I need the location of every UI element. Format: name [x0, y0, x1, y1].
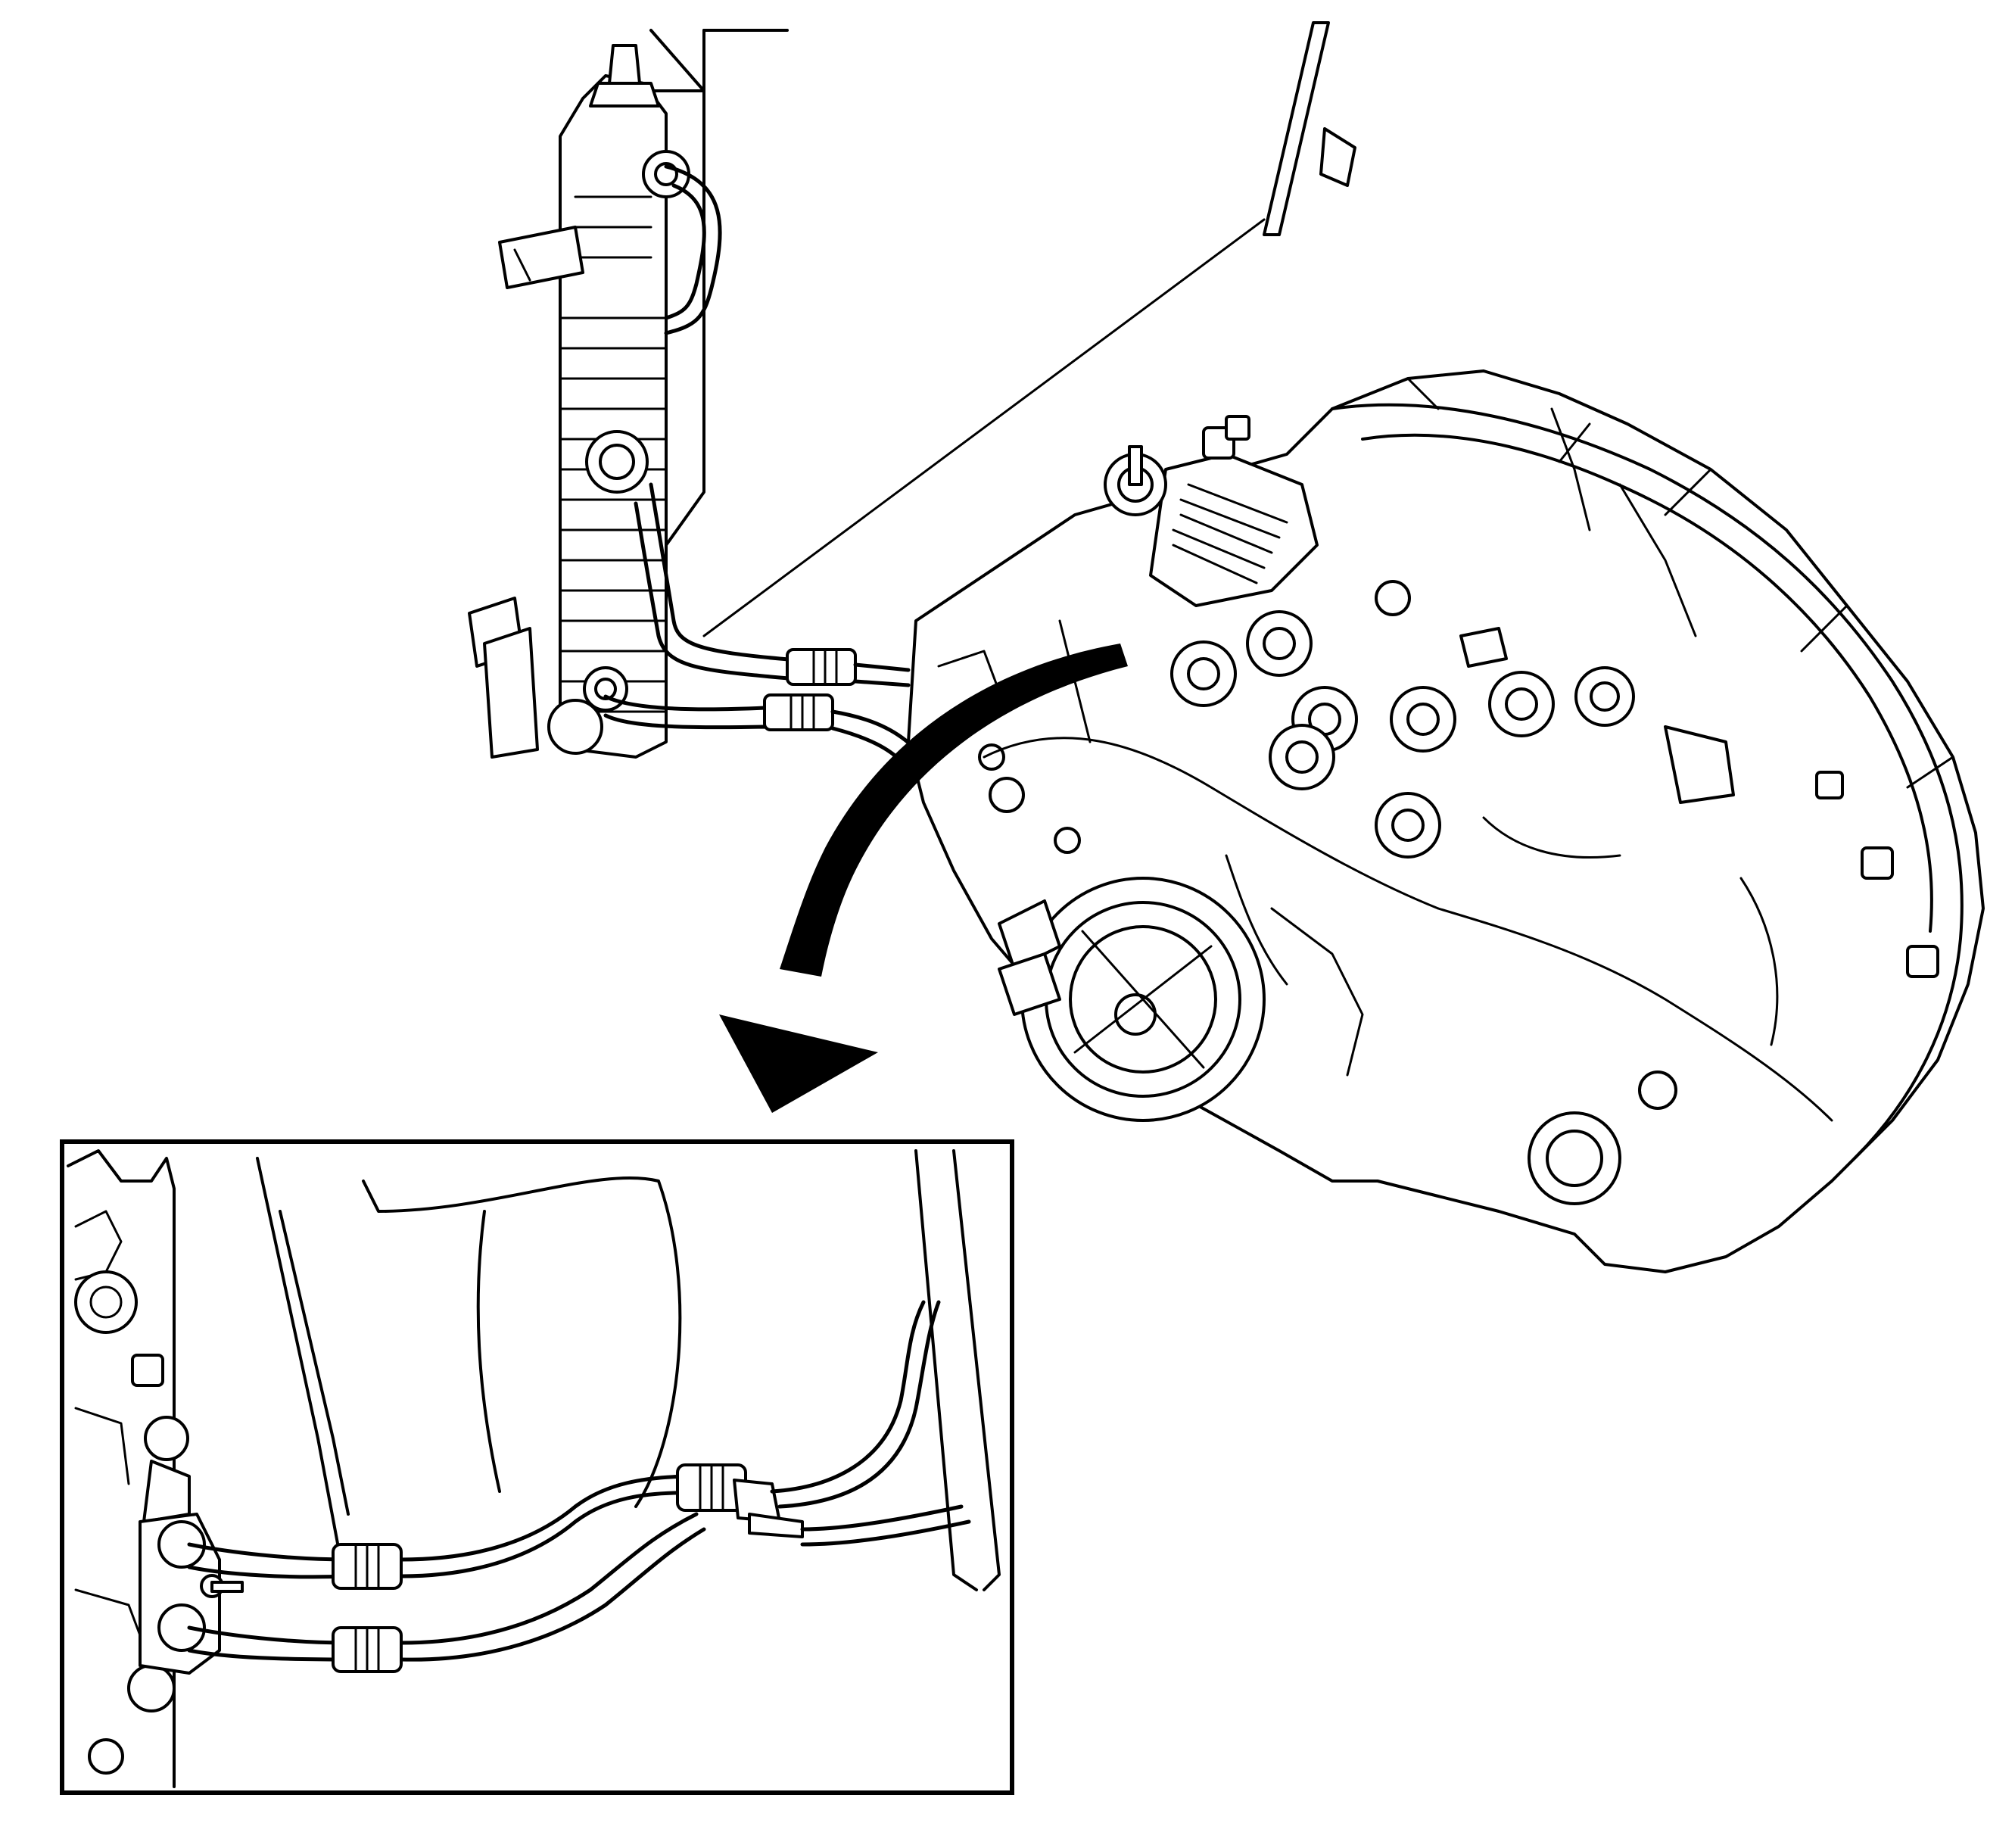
support-line: [702, 218, 1266, 637]
radiator-end-tank: [468, 44, 690, 759]
radiator-hose-upper: [664, 164, 722, 335]
transaxle: [907, 369, 1985, 1273]
radiator-support-upright: [1263, 21, 1330, 236]
curved-arrow-icon: [719, 644, 1128, 1113]
detail-inset: [60, 1139, 1014, 1795]
transaxle-bosses: [1170, 580, 1635, 859]
inset-cooler-lines: [187, 1300, 971, 1673]
